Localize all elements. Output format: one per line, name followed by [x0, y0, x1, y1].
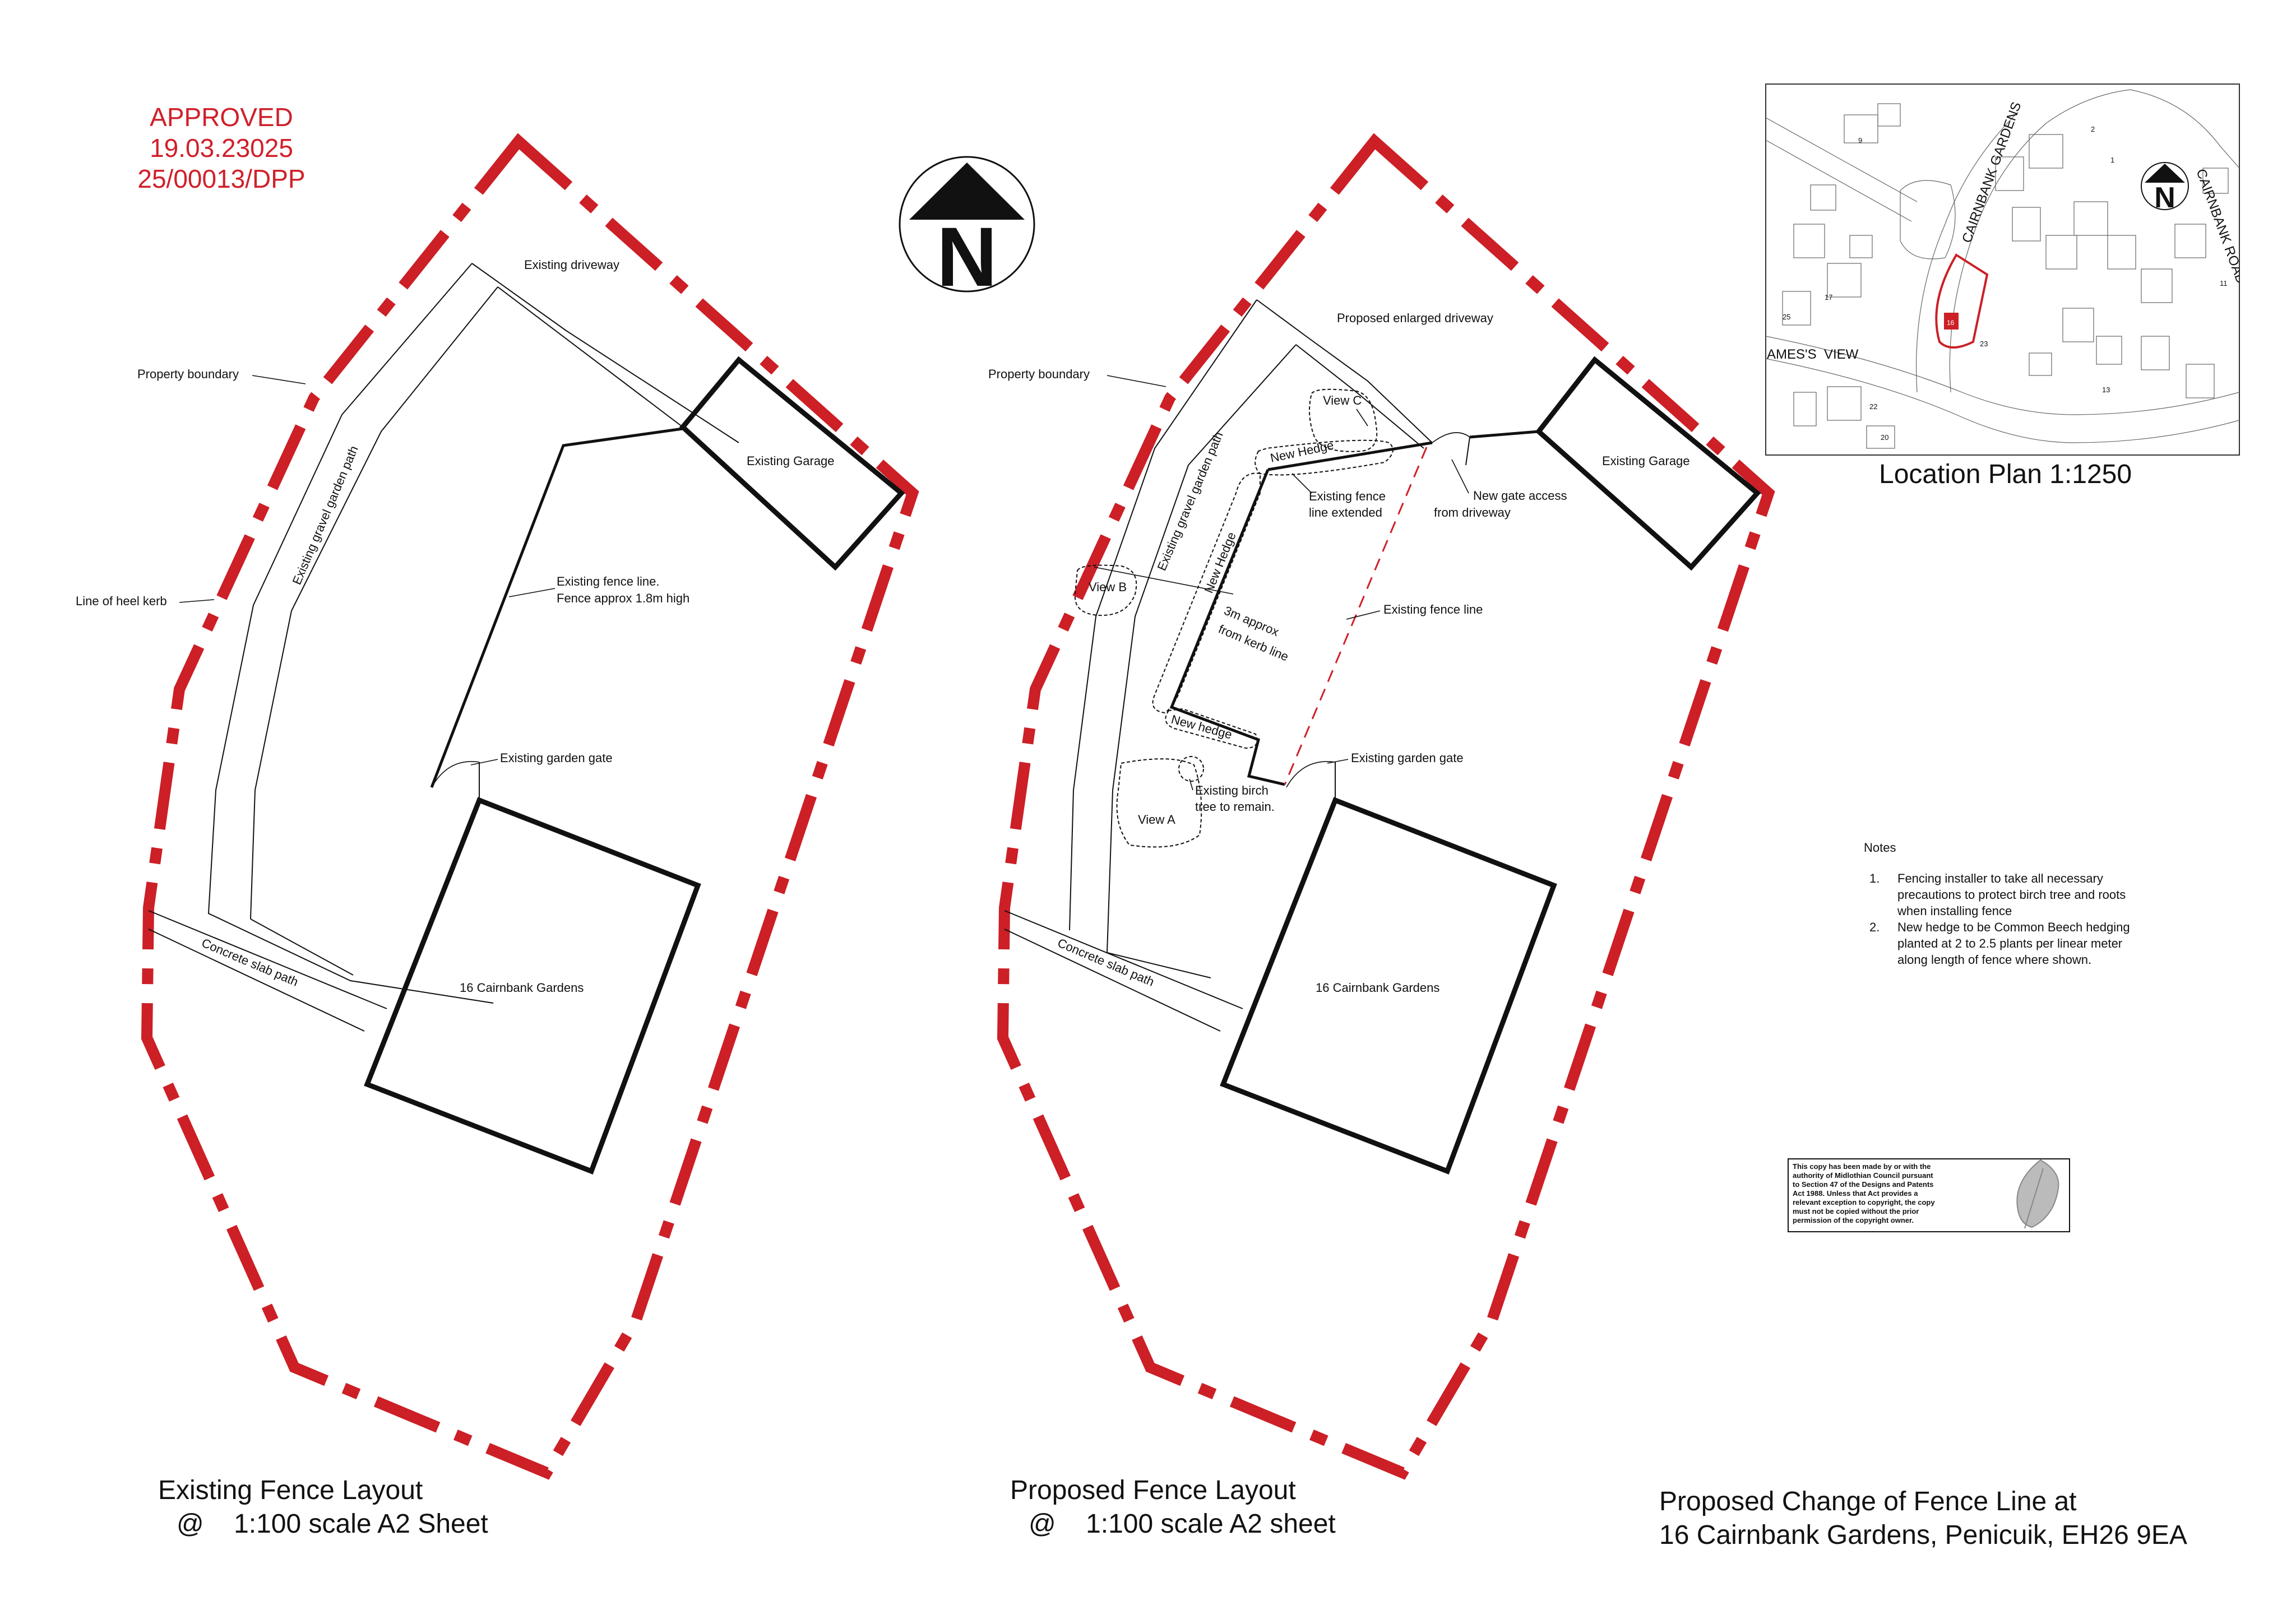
note-2-number: 2.	[1869, 920, 1880, 934]
copyright-line: authority of Midlothian Council pursuant	[1793, 1171, 1933, 1180]
site-house-marker	[1944, 313, 1959, 330]
view-c-marker	[1309, 388, 1378, 452]
approval-stamp: APPROVED 19.03.23025 25/00013/DPP	[137, 103, 305, 193]
location-north-arrow-icon: N	[2141, 162, 2189, 214]
project-title-line-2: 16 Cairnbank Gardens, Penicuik, EH26 9EA	[1659, 1520, 2187, 1550]
existing-house	[364, 797, 701, 1175]
label-fence-line-1: Existing fence line.	[557, 574, 659, 588]
map-number: 1	[2110, 156, 2114, 164]
label-existing-driveway: Existing driveway	[524, 258, 619, 272]
project-title: Proposed Change of Fence Line at 16 Cair…	[1659, 1487, 2187, 1550]
proposed-garage	[1535, 356, 1761, 571]
map-number: 13	[2102, 386, 2110, 394]
new-gate	[1432, 432, 1470, 443]
note-2-line: planted at 2 to 2.5 plants per linear me…	[1897, 936, 2122, 950]
copyright-line: This copy has been made by or with the	[1793, 1162, 1931, 1171]
birch-tree-icon	[1178, 756, 1204, 782]
label-garden-gate: Existing garden gate	[500, 751, 613, 765]
copyright-notice: This copy has been made by or with the a…	[1788, 1158, 2070, 1232]
stamp-approved: APPROVED	[150, 103, 293, 132]
copyright-line: to Section 47 of the Designs and Patents	[1793, 1180, 1933, 1189]
label-new-hedge-bottom: New hedge	[1170, 712, 1234, 742]
note-1-number: 1.	[1869, 871, 1880, 885]
label-existing-house: 16 Cairnbank Gardens	[460, 981, 584, 995]
scale-existing-layout: @ 1:100 scale A2 Sheet	[177, 1509, 488, 1539]
scale-proposed-layout: @ 1:100 scale A2 sheet	[1029, 1509, 1336, 1539]
existing-garage	[679, 356, 905, 571]
map-number: 23	[1980, 340, 1988, 348]
label-proposed-slab-path: Concrete slab path	[1056, 936, 1156, 989]
label-proposed-driveway: Proposed enlarged driveway	[1337, 311, 1493, 325]
map-number: 20	[1881, 433, 1888, 442]
stamp-reference: 25/00013/DPP	[137, 164, 305, 193]
label-proposed-garden-gate: Existing garden gate	[1351, 751, 1464, 765]
map-number: 2	[2091, 125, 2095, 133]
site-number: 16	[1947, 319, 1955, 327]
label-gate-access-2: from driveway	[1434, 505, 1511, 519]
map-number: 25	[1783, 313, 1790, 321]
title-proposed-layout: Proposed Fence Layout	[1010, 1475, 1296, 1505]
label-proposed-gravel-path: Existing gravel garden path	[1155, 430, 1226, 573]
notes-block: Notes 1. Fencing installer to take all n…	[1864, 841, 2130, 967]
site-outline	[1935, 253, 1989, 349]
label-heel-kerb: Line of heel kerb	[76, 594, 167, 608]
label-view-c: View C	[1323, 393, 1362, 407]
leaf-logo-icon	[2016, 1159, 2059, 1229]
label-proposed-property-boundary: Property boundary	[988, 367, 1090, 381]
view-a-marker	[1116, 758, 1202, 848]
copyright-line: Act 1988. Unless that Act provides a	[1793, 1189, 1918, 1198]
label-gate-access-1: New gate access	[1473, 489, 1567, 503]
copyright-line: permission of the copyright owner.	[1793, 1216, 1914, 1224]
proposed-fence-layout: Proposed enlarged driveway Property boun…	[988, 133, 1775, 1539]
copyright-line: must not be copied without the prior	[1793, 1207, 1919, 1215]
new-hedge-side	[1152, 472, 1261, 714]
note-1-line: when installing fence	[1897, 904, 2012, 918]
existing-fence-layout: Existing driveway Property boundary Exis…	[76, 133, 919, 1539]
view-b-marker	[1074, 564, 1137, 616]
map-number: 22	[1869, 402, 1877, 411]
label-birch-2: tree to remain.	[1195, 800, 1275, 814]
new-fence-line	[1267, 441, 1433, 471]
label-slab-path: Concrete slab path	[200, 936, 300, 989]
street-ames-view: AMES'S VIEW	[1767, 347, 1859, 362]
notes-heading: Notes	[1864, 841, 1896, 855]
label-view-a: View A	[1138, 813, 1175, 827]
label-gravel-path: Existing gravel garden path	[290, 444, 361, 587]
map-number: 11	[2220, 279, 2228, 287]
location-plan: 16 CAIRNBANK GARDENS CAIRNBANK ROAD AMES…	[1765, 83, 2240, 489]
note-1-line: Fencing installer to take all necessary	[1897, 871, 2103, 885]
north-letter: N	[937, 210, 997, 304]
map-number: 17	[1825, 293, 1832, 301]
label-fence-extended-1: Existing fence	[1309, 489, 1386, 503]
note-2-line: along length of fence where shown.	[1897, 953, 2091, 967]
label-proposed-house: 16 Cairnbank Gardens	[1316, 981, 1439, 995]
new-hedge-bottom	[1165, 708, 1258, 749]
label-proposed-garage: Existing Garage	[1602, 454, 1690, 468]
stamp-date: 19.03.23025	[150, 133, 293, 163]
label-fence-line-2: Fence approx 1.8m high	[557, 591, 689, 605]
label-fence-extended-2: line extended	[1309, 505, 1382, 519]
title-existing-layout: Existing Fence Layout	[158, 1475, 423, 1505]
copyright-line: relevant exception to copyright, the cop…	[1793, 1198, 1935, 1207]
project-title-line-1: Proposed Change of Fence Line at	[1659, 1487, 2077, 1516]
location-plan-title: Location Plan 1:1250	[1879, 460, 2132, 489]
existing-fence	[430, 427, 683, 788]
location-north-letter: N	[2154, 182, 2175, 214]
existing-fence-dashed	[1284, 447, 1428, 785]
label-existing-garage: Existing Garage	[747, 454, 835, 468]
existing-property-boundary	[141, 133, 919, 1480]
north-arrow-icon: N	[899, 156, 1035, 304]
label-proposed-fence-line: Existing fence line	[1383, 602, 1483, 616]
label-view-b: View B	[1089, 580, 1127, 594]
label-birch-1: Existing birch	[1195, 783, 1269, 797]
proposed-property-boundary	[997, 133, 1775, 1480]
note-1-line: precautions to protect birch tree and ro…	[1897, 888, 2126, 902]
label-property-boundary: Property boundary	[137, 367, 239, 381]
map-number: 9	[1858, 136, 1862, 145]
note-2-line: New hedge to be Common Beech hedging	[1897, 920, 2130, 934]
proposed-house	[1220, 797, 1557, 1175]
